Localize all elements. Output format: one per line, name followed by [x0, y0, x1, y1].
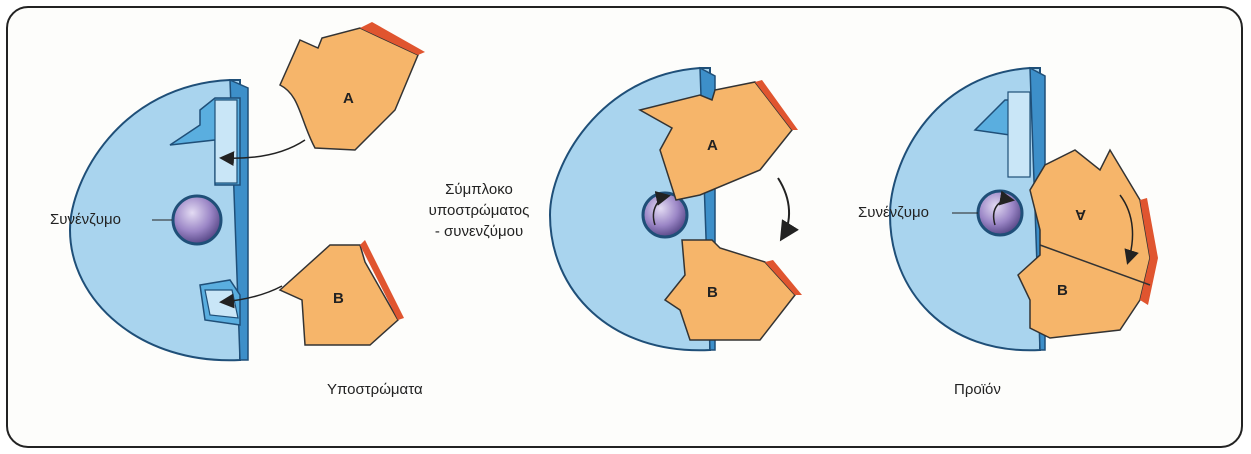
- complex-label-line-3: - συνενζύμου: [434, 223, 524, 240]
- complex-label-line-1: Σύμπλοκο: [445, 181, 513, 198]
- enzyme-panel-3: [888, 66, 1158, 352]
- coenzyme-label-right: Συνένζυμο: [858, 204, 929, 221]
- complex-a-label: A: [707, 137, 718, 154]
- product-a-label: A: [1075, 206, 1086, 223]
- substrate-a-label: A: [343, 90, 354, 107]
- product-caption: Προϊόν: [954, 381, 1001, 398]
- complex-label-line-2: υποστρώματος: [428, 202, 530, 219]
- complex-b-label: B: [707, 284, 718, 301]
- substrates-caption: Υποστρώματα: [327, 381, 423, 398]
- enzyme-panel-2: [548, 66, 802, 352]
- enzyme-panel-1: [68, 22, 425, 362]
- complex-label: Σύμπλοκο υποστρώματος - συνενζύμου: [417, 179, 541, 242]
- coenzyme-label-left: Συνένζυμο: [50, 211, 121, 228]
- product-b-label: B: [1057, 282, 1068, 299]
- substrate-b-label: B: [333, 290, 344, 307]
